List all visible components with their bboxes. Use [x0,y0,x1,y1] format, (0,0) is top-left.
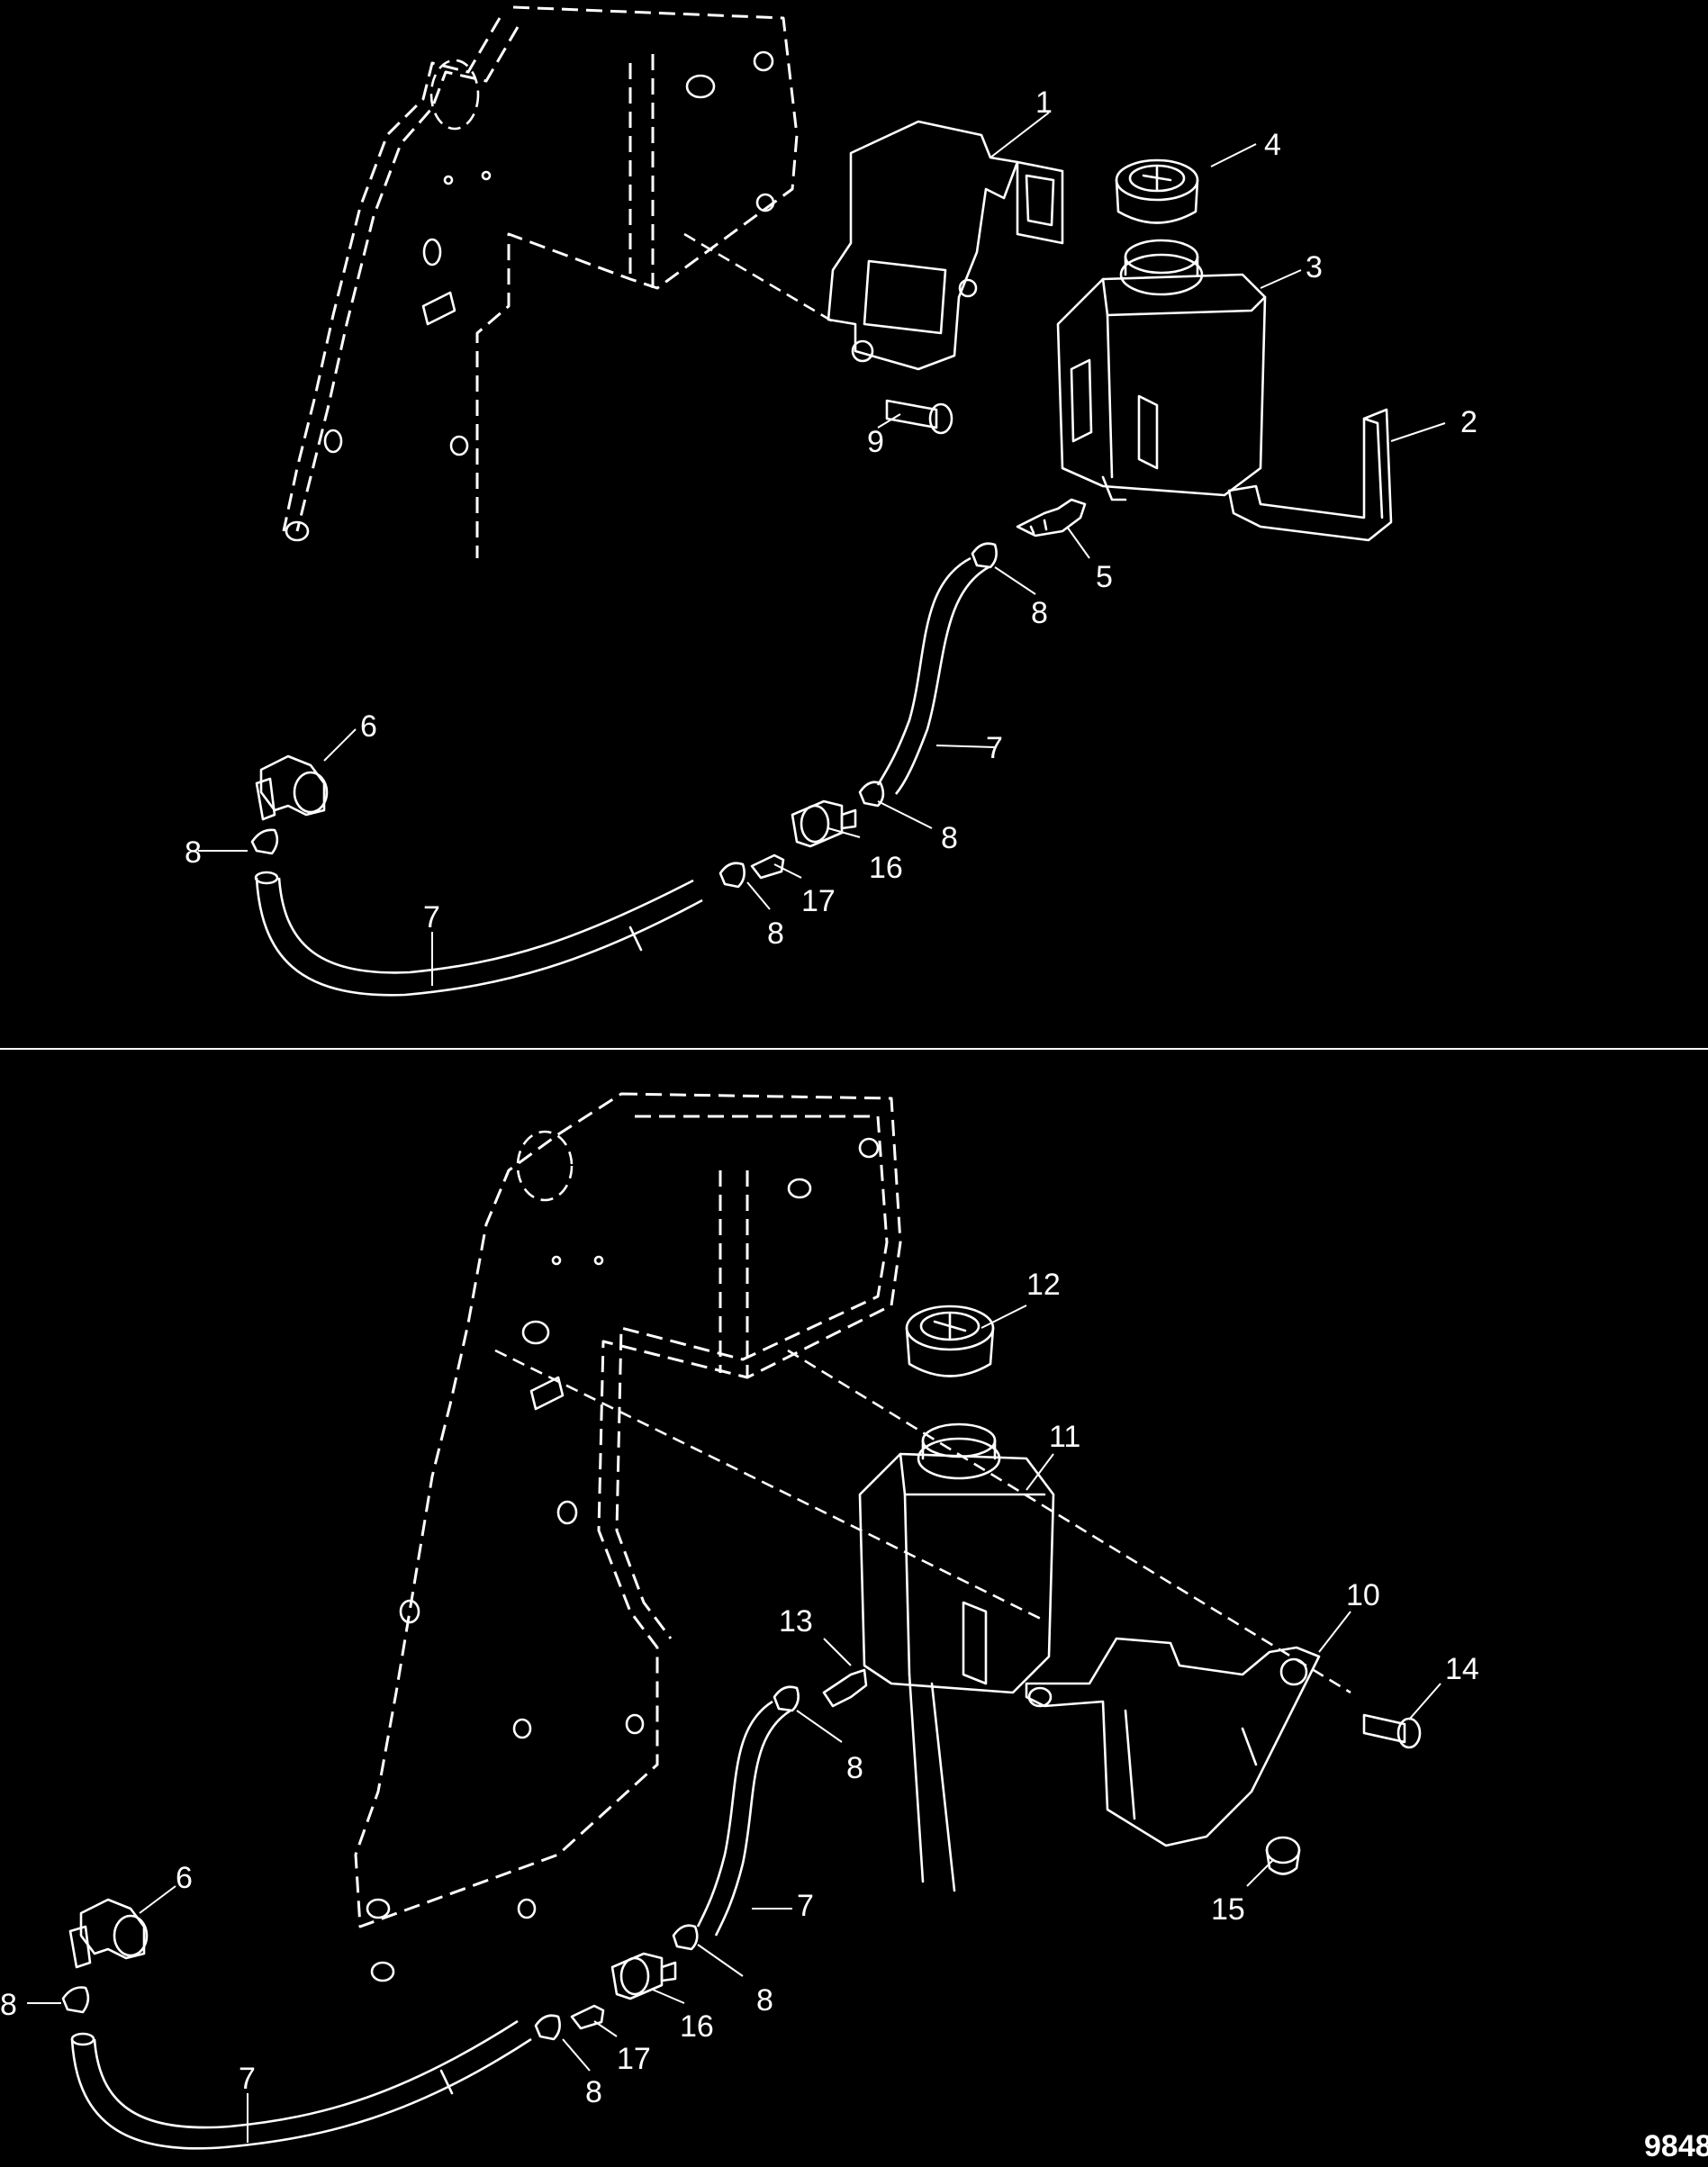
upper-elbow-fitting [255,754,329,821]
lower-panel: 6 7 7 8 8 8 8 10 11 12 13 14 15 16 17 [0,1092,1479,2150]
callout-number: 9 [867,425,884,459]
lower-barbed-fitting [570,2004,605,2030]
callout-number: 11 [1049,1420,1080,1454]
lower-reservoir-cap [905,1305,995,1377]
callout-number: 12 [1026,1268,1061,1302]
callout-number: 8 [0,1988,17,2022]
upper-panel: 1 2 3 4 5 6 7 7 8 8 8 8 9 16 17 [185,5,1478,997]
lower-screw [1362,1713,1422,1749]
lower-hose-fitting [822,1668,868,1708]
lower-hose-clamp-left [61,1986,90,2014]
callout-number: 16 [869,851,903,885]
upper-long-hose [254,871,703,997]
callout-number: 6 [176,1861,193,1895]
upper-screw [885,399,953,435]
callout-number: 7 [986,731,1003,765]
lower-elbow-fitting [68,1898,149,1969]
upper-hose-clamp-mid [858,781,885,808]
lower-engine-bracket-phantom [354,1092,1351,1982]
lower-coolant-reservoir [858,1422,1055,1892]
callout-number: 7 [239,2062,256,2096]
callout-number: 14 [1445,1652,1479,1686]
callout-number: 8 [1031,596,1048,630]
upper-quick-connector [791,799,857,848]
callout-number: 4 [1264,128,1281,162]
upper-engine-bracket-phantom [282,5,799,558]
upper-hose-fitting [1016,498,1087,537]
lower-reservoir-mounting-bracket [1025,1637,1321,1847]
callout-number: 17 [801,884,836,918]
callout-number: 3 [1306,250,1323,284]
callout-number: 2 [1460,405,1478,439]
callout-number: 8 [767,916,784,951]
callout-number: 8 [941,821,958,855]
upper-hose-clamp-low [718,862,746,889]
callout-number: 6 [360,709,377,744]
lower-nut [1265,1836,1301,1875]
callout-number: 1 [1035,86,1053,120]
callout-number: 8 [185,835,202,870]
lower-leader-lines [27,1305,1441,2143]
lower-quick-connector [610,1952,677,2000]
callout-number: 8 [846,1751,863,1785]
callout-number: 8 [756,1983,773,2018]
figure-id: 9848 [1644,2129,1708,2163]
callout-number: 7 [423,900,440,935]
callout-number: 8 [585,2075,602,2109]
lower-hose-clamp-low [534,2014,561,2041]
upper-coolant-reservoir [1056,239,1267,501]
upper-barbed-fitting [750,853,785,880]
callout-number: 16 [680,2009,714,2044]
lower-long-hose [70,2019,532,2150]
lower-short-hose [696,1700,791,1937]
upper-reservoir-strap [1227,408,1393,542]
upper-reservoir-cap [1115,158,1199,224]
upper-reservoir-mounting-bracket [683,120,1064,371]
callout-number: 17 [617,2042,651,2076]
callout-number: 5 [1096,560,1113,594]
upper-leader-lines [198,112,1446,986]
callout-number: 10 [1346,1578,1380,1612]
upper-short-hose [876,556,990,795]
lower-hose-clamp-mid [672,1924,699,1951]
upper-hose-clamp-left [250,828,279,855]
lower-hose-clamp-top [773,1685,800,1712]
callout-number: 13 [779,1604,813,1639]
callout-number: 7 [797,1889,814,1923]
callout-number: 15 [1211,1892,1245,1927]
upper-hose-clamp-top [971,542,998,569]
